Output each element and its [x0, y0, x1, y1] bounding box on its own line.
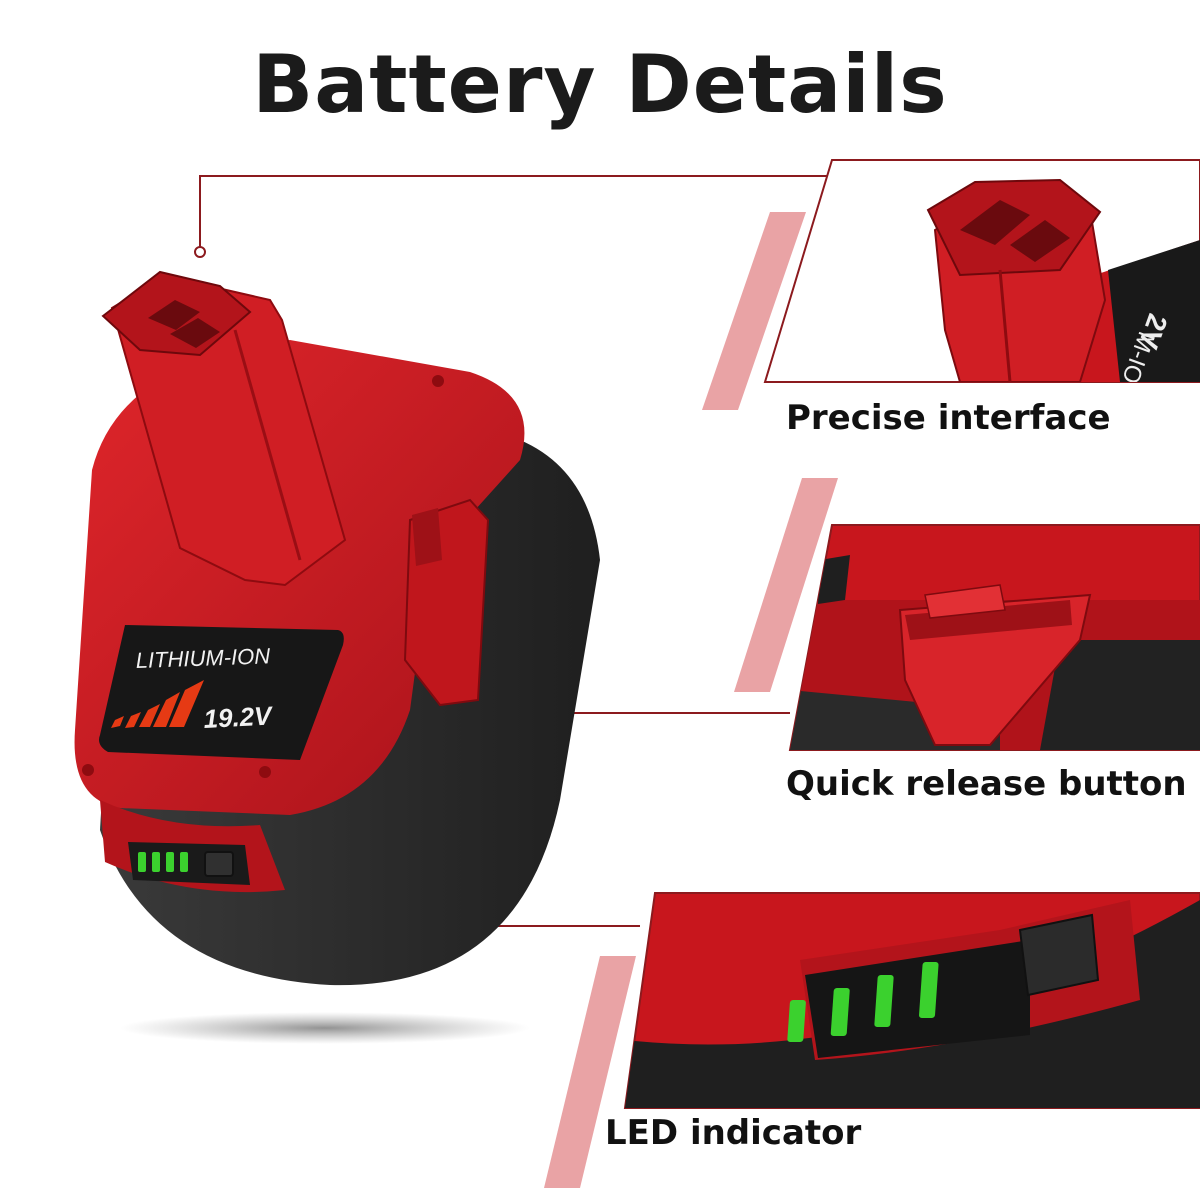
zoom-panel-interface: 2V M-ION — [763, 159, 1200, 383]
terminal-slot-2 — [170, 318, 220, 348]
badge-text-lithium-ion: LITHIUM-ION — [135, 643, 270, 673]
terminal-ridge — [233, 329, 302, 561]
page-title: Battery Details — [252, 38, 948, 131]
badge-text-voltage: 19.2V — [203, 700, 275, 734]
accent-stripe — [702, 212, 806, 410]
callout-label-interface: Precise interface — [786, 398, 1111, 438]
accent-stripe — [734, 478, 838, 692]
battery-shadow — [120, 1012, 530, 1044]
zoom-led — [787, 1000, 806, 1042]
screw-hole — [432, 375, 444, 387]
callout-line-interface — [199, 175, 830, 252]
led-button — [204, 851, 234, 877]
zoom-led-button — [1018, 913, 1100, 997]
callout-label-release: Quick release button — [786, 764, 1187, 804]
screw-hole — [82, 764, 94, 776]
badge-power-bars — [111, 680, 204, 728]
zoom-led — [830, 988, 850, 1036]
led-bars — [138, 852, 188, 872]
zoom-led — [874, 975, 894, 1027]
latch-bar — [412, 508, 442, 566]
zoom-panel-release — [788, 524, 1200, 751]
terminal-slot-1 — [148, 300, 200, 330]
callout-label-led: LED indicator — [605, 1113, 862, 1153]
zoom-led — [919, 962, 939, 1018]
callout-dot-interface — [194, 246, 206, 258]
accent-stripe — [544, 956, 636, 1188]
zoom-panel-led — [623, 892, 1200, 1109]
screw-hole — [259, 766, 271, 778]
